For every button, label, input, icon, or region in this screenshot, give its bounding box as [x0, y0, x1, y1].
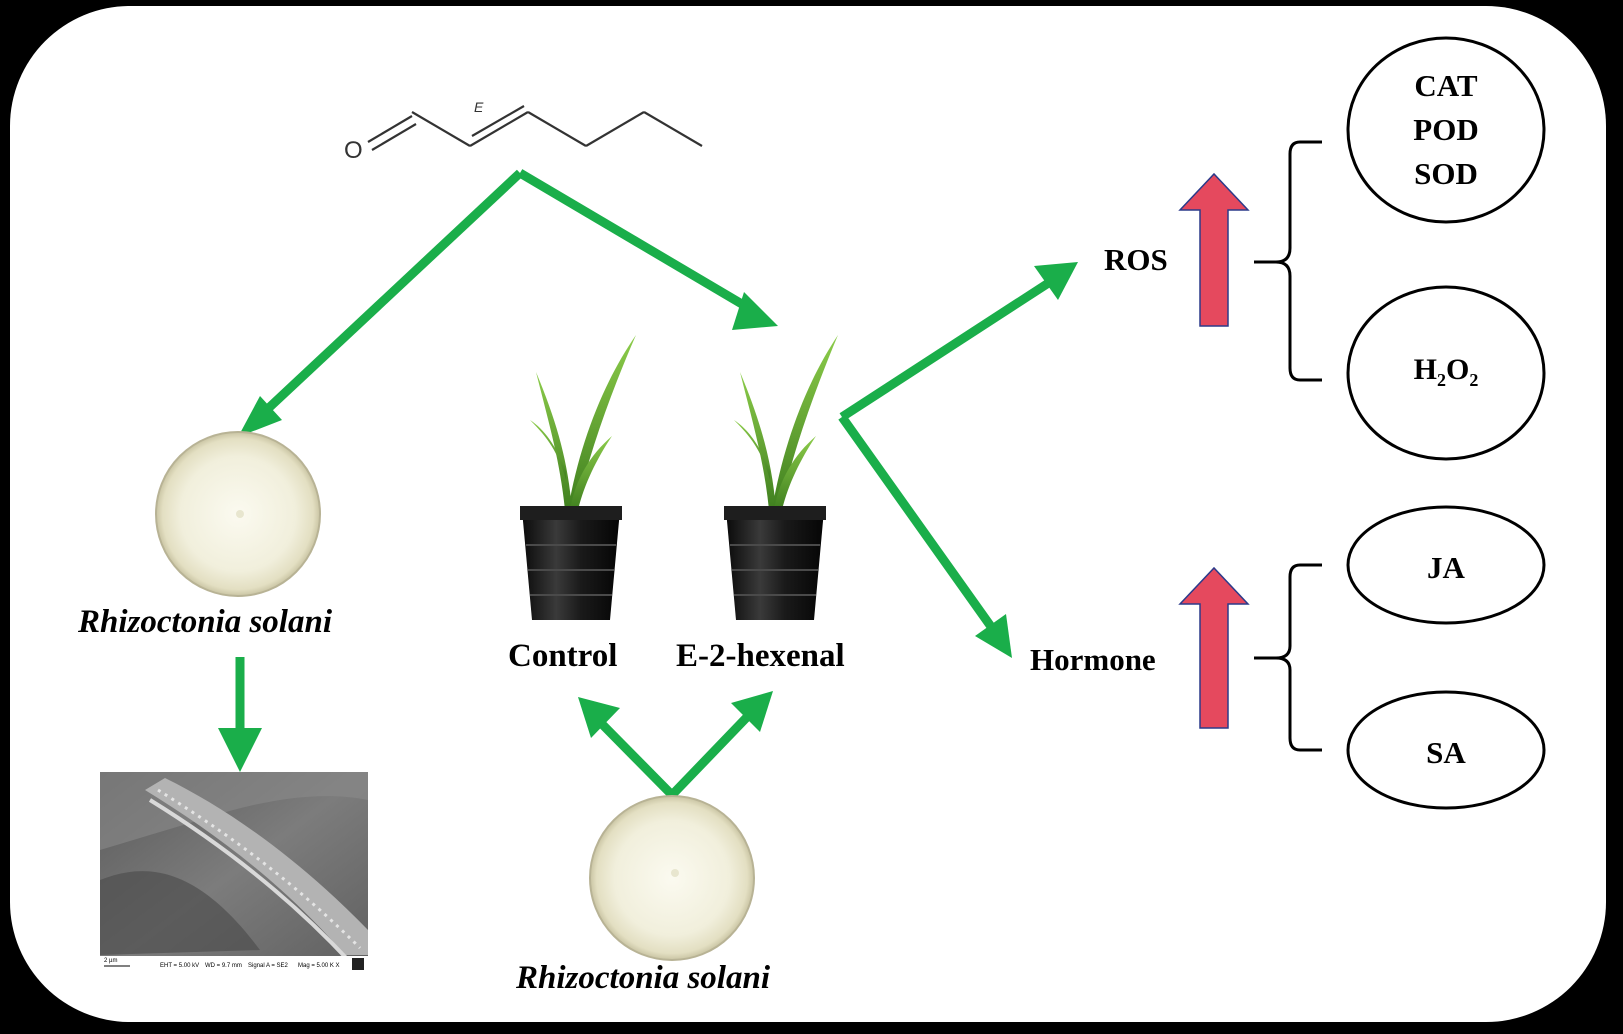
plant-control: [520, 335, 636, 620]
arrowhead-hormone: [975, 614, 1012, 658]
arrowhead-hexenal: [731, 691, 773, 732]
enzyme-cat: CAT: [1414, 68, 1478, 103]
h2o2-ellipse: [1346, 285, 1546, 461]
arrow-dish-to-control: [594, 716, 676, 799]
hormone-label: Hormone: [1030, 642, 1156, 677]
sem-eht: EHT = 5.00 kV: [160, 963, 199, 969]
arrowhead-sem: [218, 728, 262, 772]
arrow-dish-to-hexenal: [668, 712, 752, 799]
arrowhead-hexenal-plant: [732, 292, 778, 330]
arrow-plant-to-hormone: [838, 414, 996, 631]
sem-scale-label: 2 µm: [104, 958, 117, 964]
oxygen-atom-label: O: [344, 137, 363, 164]
arrow-to-hexenal-plant: [517, 169, 755, 314]
pathogen-label-bottom: Rhizoctonia solani: [516, 960, 770, 996]
hexenal-label: E-2-hexenal: [676, 638, 845, 674]
arrow-plant-to-ros: [839, 278, 1053, 421]
petri-dish-bottom: [589, 795, 755, 961]
h2o2-h: H: [1413, 353, 1437, 386]
ros-brace: [1254, 140, 1322, 382]
arrowhead-pathogen: [238, 396, 282, 437]
hexenal-molecule: [367, 105, 703, 151]
ros-label: ROS: [1104, 242, 1168, 277]
h2o2-o: O: [1446, 353, 1470, 386]
arrowhead-ros: [1034, 262, 1078, 300]
h2o2-sub1: 2: [1437, 370, 1446, 390]
enzyme-sod: SOD: [1414, 156, 1478, 191]
ja-text: JA: [1427, 550, 1465, 585]
arrowhead-control: [578, 697, 620, 738]
pathogen-label-left: Rhizoctonia solani: [78, 604, 332, 640]
h2o2-text: H2O2: [1348, 352, 1544, 398]
sem-mag: Mag = 5.00 K X: [298, 963, 340, 969]
enzyme-pod: POD: [1413, 112, 1479, 147]
sa-text: SA: [1426, 735, 1466, 770]
sem-wd: WD = 9.7 mm: [205, 963, 242, 969]
ros-increase-arrow: [1178, 172, 1250, 327]
hormone-brace: [1254, 563, 1322, 752]
control-label: Control: [508, 638, 618, 674]
arrowheads: [218, 262, 1078, 772]
plant-hexenal: [724, 335, 838, 620]
stereo-e-label: E: [474, 99, 484, 115]
hormone-increase-arrow: [1178, 566, 1250, 729]
h2o2-sub2: 2: [1469, 370, 1479, 390]
arrow-to-pathogen: [254, 169, 524, 422]
sem-micrograph: [100, 772, 368, 972]
ja-ellipse: [1346, 505, 1546, 625]
petri-dish-left: [155, 431, 321, 597]
enzymes-text: CAT POD SOD: [1348, 64, 1544, 196]
sa-ellipse: [1346, 690, 1546, 810]
enzymes-ellipse: [1346, 36, 1546, 224]
sem-signal: Signal A = SE2: [248, 963, 289, 969]
